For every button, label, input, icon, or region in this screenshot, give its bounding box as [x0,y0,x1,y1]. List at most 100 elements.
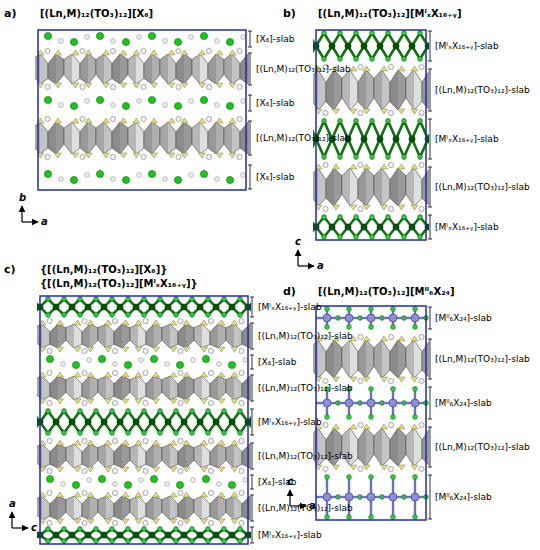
polyhedron [64,122,80,154]
chain-atom [354,119,359,124]
polyhedron-face [240,54,248,84]
polyhedron [326,70,342,110]
polyhedron [374,70,390,110]
chain-atom [53,419,59,425]
chain-atom [418,119,423,124]
polyhedron-face [358,340,366,378]
chain-atom [222,313,227,318]
oxygen-atom [243,478,248,483]
chain-atom [418,215,423,220]
axis-label: a [309,500,316,512]
polyhedron [80,122,96,154]
polyhedron-face [162,324,170,348]
chain-atom [238,313,243,318]
to3-group [57,440,64,445]
to3-group [231,440,238,445]
chain-atom [78,313,83,318]
chain-atom [361,136,367,142]
polyhedron [176,54,192,84]
slab-bracket [250,355,254,369]
oxygen-atom [388,378,393,383]
polyhedron [194,324,210,348]
oxygen-atom [87,358,92,363]
oxygen-atom [47,348,52,353]
oxygen-atom [87,478,92,483]
oxygen-atom [419,162,424,167]
polyhedron-face [226,496,234,520]
polyhedron-face [240,122,248,154]
slab-label: [MᴵₓX₁₆₊ᵧ]-slab [435,134,499,145]
polyhedron [98,324,114,348]
oxygen-atom [47,468,52,473]
to3-group [170,347,177,352]
halide-atom [413,475,418,480]
axis-arrows [22,206,38,222]
polyhedron-face [194,496,202,520]
chain-atom [213,304,219,310]
to3-group [170,467,177,472]
chain-atom [174,313,179,318]
halide-atom [369,515,374,520]
chain-atom [322,119,327,124]
halide-atom [391,387,396,392]
to3-group [170,492,177,497]
polyhedron-face [224,54,232,84]
to3-group [183,372,190,377]
chain-atom [322,235,327,240]
polyhedron [35,54,48,84]
oxygen-atom [241,35,246,40]
chain-atom [69,304,75,310]
polyhedron [146,444,162,468]
polyhedron-face [162,496,170,520]
chain-atom [409,136,415,142]
polyhedron-face [50,324,58,348]
chain-atom [85,304,91,310]
polyhedron-face [210,376,218,400]
to3-group [333,465,340,470]
chain-atom [94,431,99,436]
polyhedron [160,122,176,154]
to3-group [122,320,129,325]
metal-atom [345,399,353,407]
to3-group [201,399,208,404]
oxygen-atom [143,490,148,495]
chain-atom [94,313,99,318]
polyhedron-face [374,70,382,110]
oxygen-atom [239,370,244,375]
polyhedron-face [226,324,234,348]
oxygen-atom [208,490,213,495]
formula-title: [(Ln,M)₁₂(TO₃)₁₂][MᴵₓX₁₆₊ᵧ] [318,8,461,20]
oxygen-atom [47,438,52,443]
polyhedron-face [224,122,232,154]
polyhedron [242,324,251,348]
chain-atom [402,215,407,220]
chain-atom [69,532,75,538]
chain-atom [158,527,163,532]
polyhedron-face [50,496,58,520]
to3-group [55,50,62,55]
oxygen-atom [47,370,52,375]
chain-atom [94,539,99,544]
oxygen-atom [178,400,183,405]
oxygen-atom [323,162,328,167]
polyhedron [48,122,64,154]
to3-group [103,83,110,88]
to3-group [105,347,112,352]
to3-group [122,440,129,445]
oxygen-atom [323,110,328,115]
chain-atom [409,224,415,230]
chain-atom [222,527,227,532]
chain-atom [222,431,227,436]
chain-atom [149,304,155,310]
polyhedron [358,70,374,110]
oxygen-atom [206,48,211,53]
oxygen-atom [358,422,363,427]
to3-group [218,519,225,524]
polyhedron [374,168,390,206]
chain-atom [78,539,83,544]
chain-atom [409,224,415,230]
to3-group [87,372,94,377]
chain-atom [174,297,179,302]
axis-label: c [295,236,301,248]
polyhedron-face [80,122,88,154]
